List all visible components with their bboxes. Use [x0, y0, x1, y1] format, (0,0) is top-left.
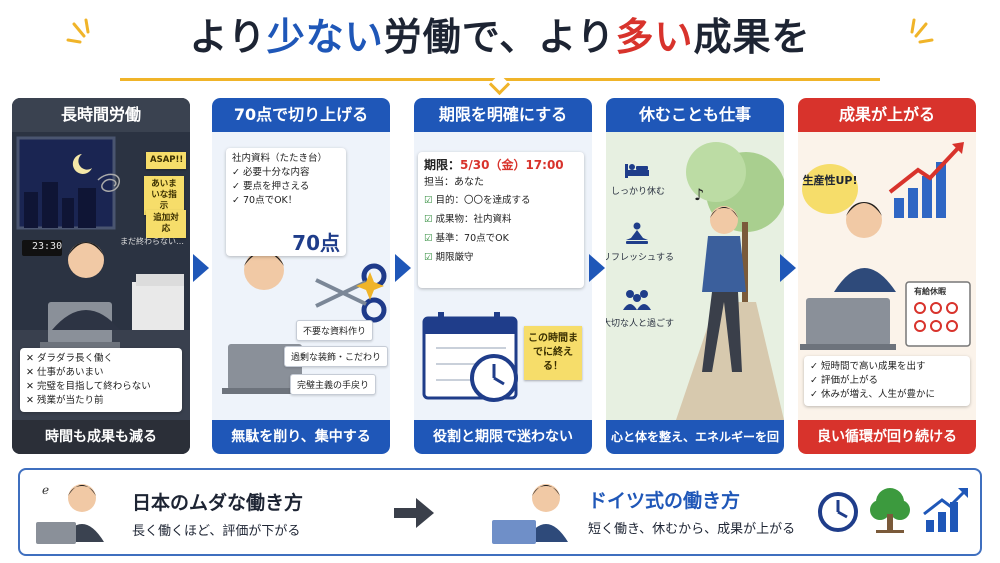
checkbox-icon: ☑	[424, 214, 436, 225]
checkbox-icon: ☑	[424, 233, 436, 244]
list-item: 目的：〇〇を達成する	[435, 195, 531, 206]
arrow-right-icon	[589, 254, 605, 282]
arrow-right-icon	[193, 254, 209, 282]
cut-tag: 不要な資料作り	[296, 320, 374, 341]
panel-rest-is-work: 休むことも仕事 ♪ しっかり休む リフレッシュする 大切な人と過ごす 心と体を整…	[606, 98, 784, 454]
productivity-badge: 生産性UP!	[802, 164, 858, 214]
tired-worker-illustration: ℯ	[36, 483, 104, 544]
bottom-right-subtitle: 短く働き、休むから、成果が上がる	[588, 522, 796, 537]
arrow-right-icon	[394, 498, 434, 528]
confident-worker-illustration	[492, 484, 568, 544]
list-item: ✓ 70点でOK！	[232, 195, 298, 206]
list-item: ✕ 仕事があいまい	[26, 367, 104, 378]
draft-document: 社内資料（たたき台） ✓ 必要十分な内容 ✓ 要点を押さえる ✓ 70点でOK！…	[226, 148, 346, 256]
score-70: 70点	[292, 231, 340, 255]
result-list: ✓ 短時間で高い成果を出す ✓ 評価が上がる ✓ 休みが増え、人生が豊かに	[804, 356, 970, 406]
walking-park-illustration: ♪	[606, 132, 784, 420]
title-less: 少ない	[266, 15, 384, 59]
cut-tag: 過剰な装飾・こだわり	[284, 346, 389, 367]
growth-chart-icon	[923, 488, 968, 532]
problem-list: ✕ ダラダラ長く働く ✕ 仕事があいまい ✕ 完璧を目指して終わらない ✕ 残業…	[20, 348, 182, 412]
deadline-label: 期限：	[424, 158, 461, 172]
panel-footer: 良い循環が回り続ける	[798, 420, 976, 454]
bed-icon	[625, 164, 649, 178]
panel-footer: 時間も成果も減る	[12, 420, 190, 454]
icon-label: リフレッシュする	[606, 253, 674, 263]
panel-header: 休むことも仕事	[606, 98, 784, 132]
meditation-icon	[626, 222, 648, 244]
page-title: より少ない労働で、より多い成果を	[0, 6, 1000, 81]
title-more: 多い	[615, 15, 694, 59]
cut-tag: 完璧主義の手戻り	[290, 374, 377, 395]
panel-header: 70点で切り上げる	[212, 98, 390, 132]
list-item: ✓ 評価が上がる	[810, 375, 878, 386]
icon-label: 大切な人と過ごす	[606, 319, 675, 329]
title-part3: 労働で、より	[383, 15, 616, 59]
tree-icon	[870, 488, 910, 533]
panel-header: 期限を明確にする	[414, 98, 592, 132]
arrow-right-icon	[395, 254, 411, 282]
deadline-sticky: この時間までに終える！	[524, 326, 582, 380]
sparkle-icon	[66, 18, 90, 44]
sticky-extra: 追加対応	[146, 210, 186, 238]
panel-footer: 心と体を整え、エネルギーを回復	[606, 420, 784, 454]
panel-footer: 無駄を削り、集中する	[212, 420, 390, 454]
list-item: ✕ 完璧を目指して終わらない	[26, 381, 151, 392]
panel-header: 成果が上がる	[798, 98, 976, 132]
panel-cut-at-70: 70点で切り上げる 社内資料（たたき台） ✓ 必要十分な内容 ✓ 要点を押さえる…	[212, 98, 390, 454]
panel-clear-deadline: 期限を明確にする 期限：5/30（金）17:00 担当：あなた ☑ 目的：〇〇を…	[414, 98, 592, 454]
sticky-vague: あいまいな指示	[144, 176, 184, 215]
icon-label: しっかり休む	[610, 187, 665, 197]
calendar-title: 有給休暇	[914, 287, 946, 296]
arrow-right-icon	[780, 254, 796, 282]
list-item: ✕ ダラダラ長く働く	[26, 353, 113, 364]
growth-chart-icon	[888, 142, 964, 218]
panel-header: 長時間労働	[12, 98, 190, 132]
deadline-value: 5/30（金）17:00	[460, 158, 564, 172]
list-item: ✕ 残業が当たり前	[26, 395, 104, 406]
list-item: ✓ 短時間で高い成果を出す	[810, 361, 926, 372]
sparkle-icon	[356, 272, 384, 300]
calendar-icon	[905, 281, 971, 347]
murmur-text: まだ終わらない…	[120, 237, 184, 246]
list-item: 基準：70点でOK	[435, 233, 509, 244]
title-underline	[120, 78, 880, 81]
sparkle-icon	[910, 18, 934, 44]
list-item: 期限厳守	[435, 252, 474, 263]
svg-text:♪: ♪	[694, 185, 704, 204]
checkbox-icon: ☑	[424, 195, 436, 206]
panel-long-hours: 長時間労働 23:30 ASAP!! あいまいな指示 追加対応 まだ終わらない……	[12, 98, 190, 454]
clock-icon	[470, 354, 518, 402]
clock-display: 23:30	[32, 241, 63, 252]
panel-results-up: 成果が上がる 生産性UP! 有給休暇 ✓ 短時間で高い成果を出す ✓ 評価が	[798, 98, 976, 454]
people-icon	[623, 290, 651, 310]
list-item: 成果物：社内資料	[435, 214, 512, 225]
svg-text:ℯ: ℯ	[42, 483, 49, 497]
deadline-card: 期限：5/30（金）17:00 担当：あなた ☑ 目的：〇〇を達成する ☑ 成果…	[418, 152, 584, 288]
panel-footer: 役割と期限で迷わない	[414, 420, 592, 454]
bottom-right-title: ドイツ式の働き方	[588, 490, 741, 512]
comparison-band: ℯ 日本のムダな働き方 長く働くほど、評価が下がる ドイツ式の働き方 短く働き、…	[18, 468, 982, 556]
bottom-left-subtitle: 長く働くほど、評価が下がる	[132, 524, 301, 539]
clock-icon	[818, 492, 858, 532]
title-part5: 成果を	[693, 15, 811, 59]
list-item: ✓ 必要十分な内容	[232, 167, 310, 178]
title-part1: より	[189, 15, 267, 59]
bottom-left-title: 日本のムダな働き方	[132, 492, 304, 514]
list-item: ✓ 要点を押さえる	[232, 181, 310, 192]
doc-title: 社内資料（たたき台）	[232, 153, 328, 164]
sticky-asap: ASAP!!	[146, 152, 186, 169]
moon-icon	[72, 154, 92, 174]
list-item: ✓ 休みが増え、人生が豊かに	[810, 389, 935, 400]
owner-line: 担当：あなた	[424, 177, 484, 188]
checkbox-icon: ☑	[424, 252, 436, 263]
